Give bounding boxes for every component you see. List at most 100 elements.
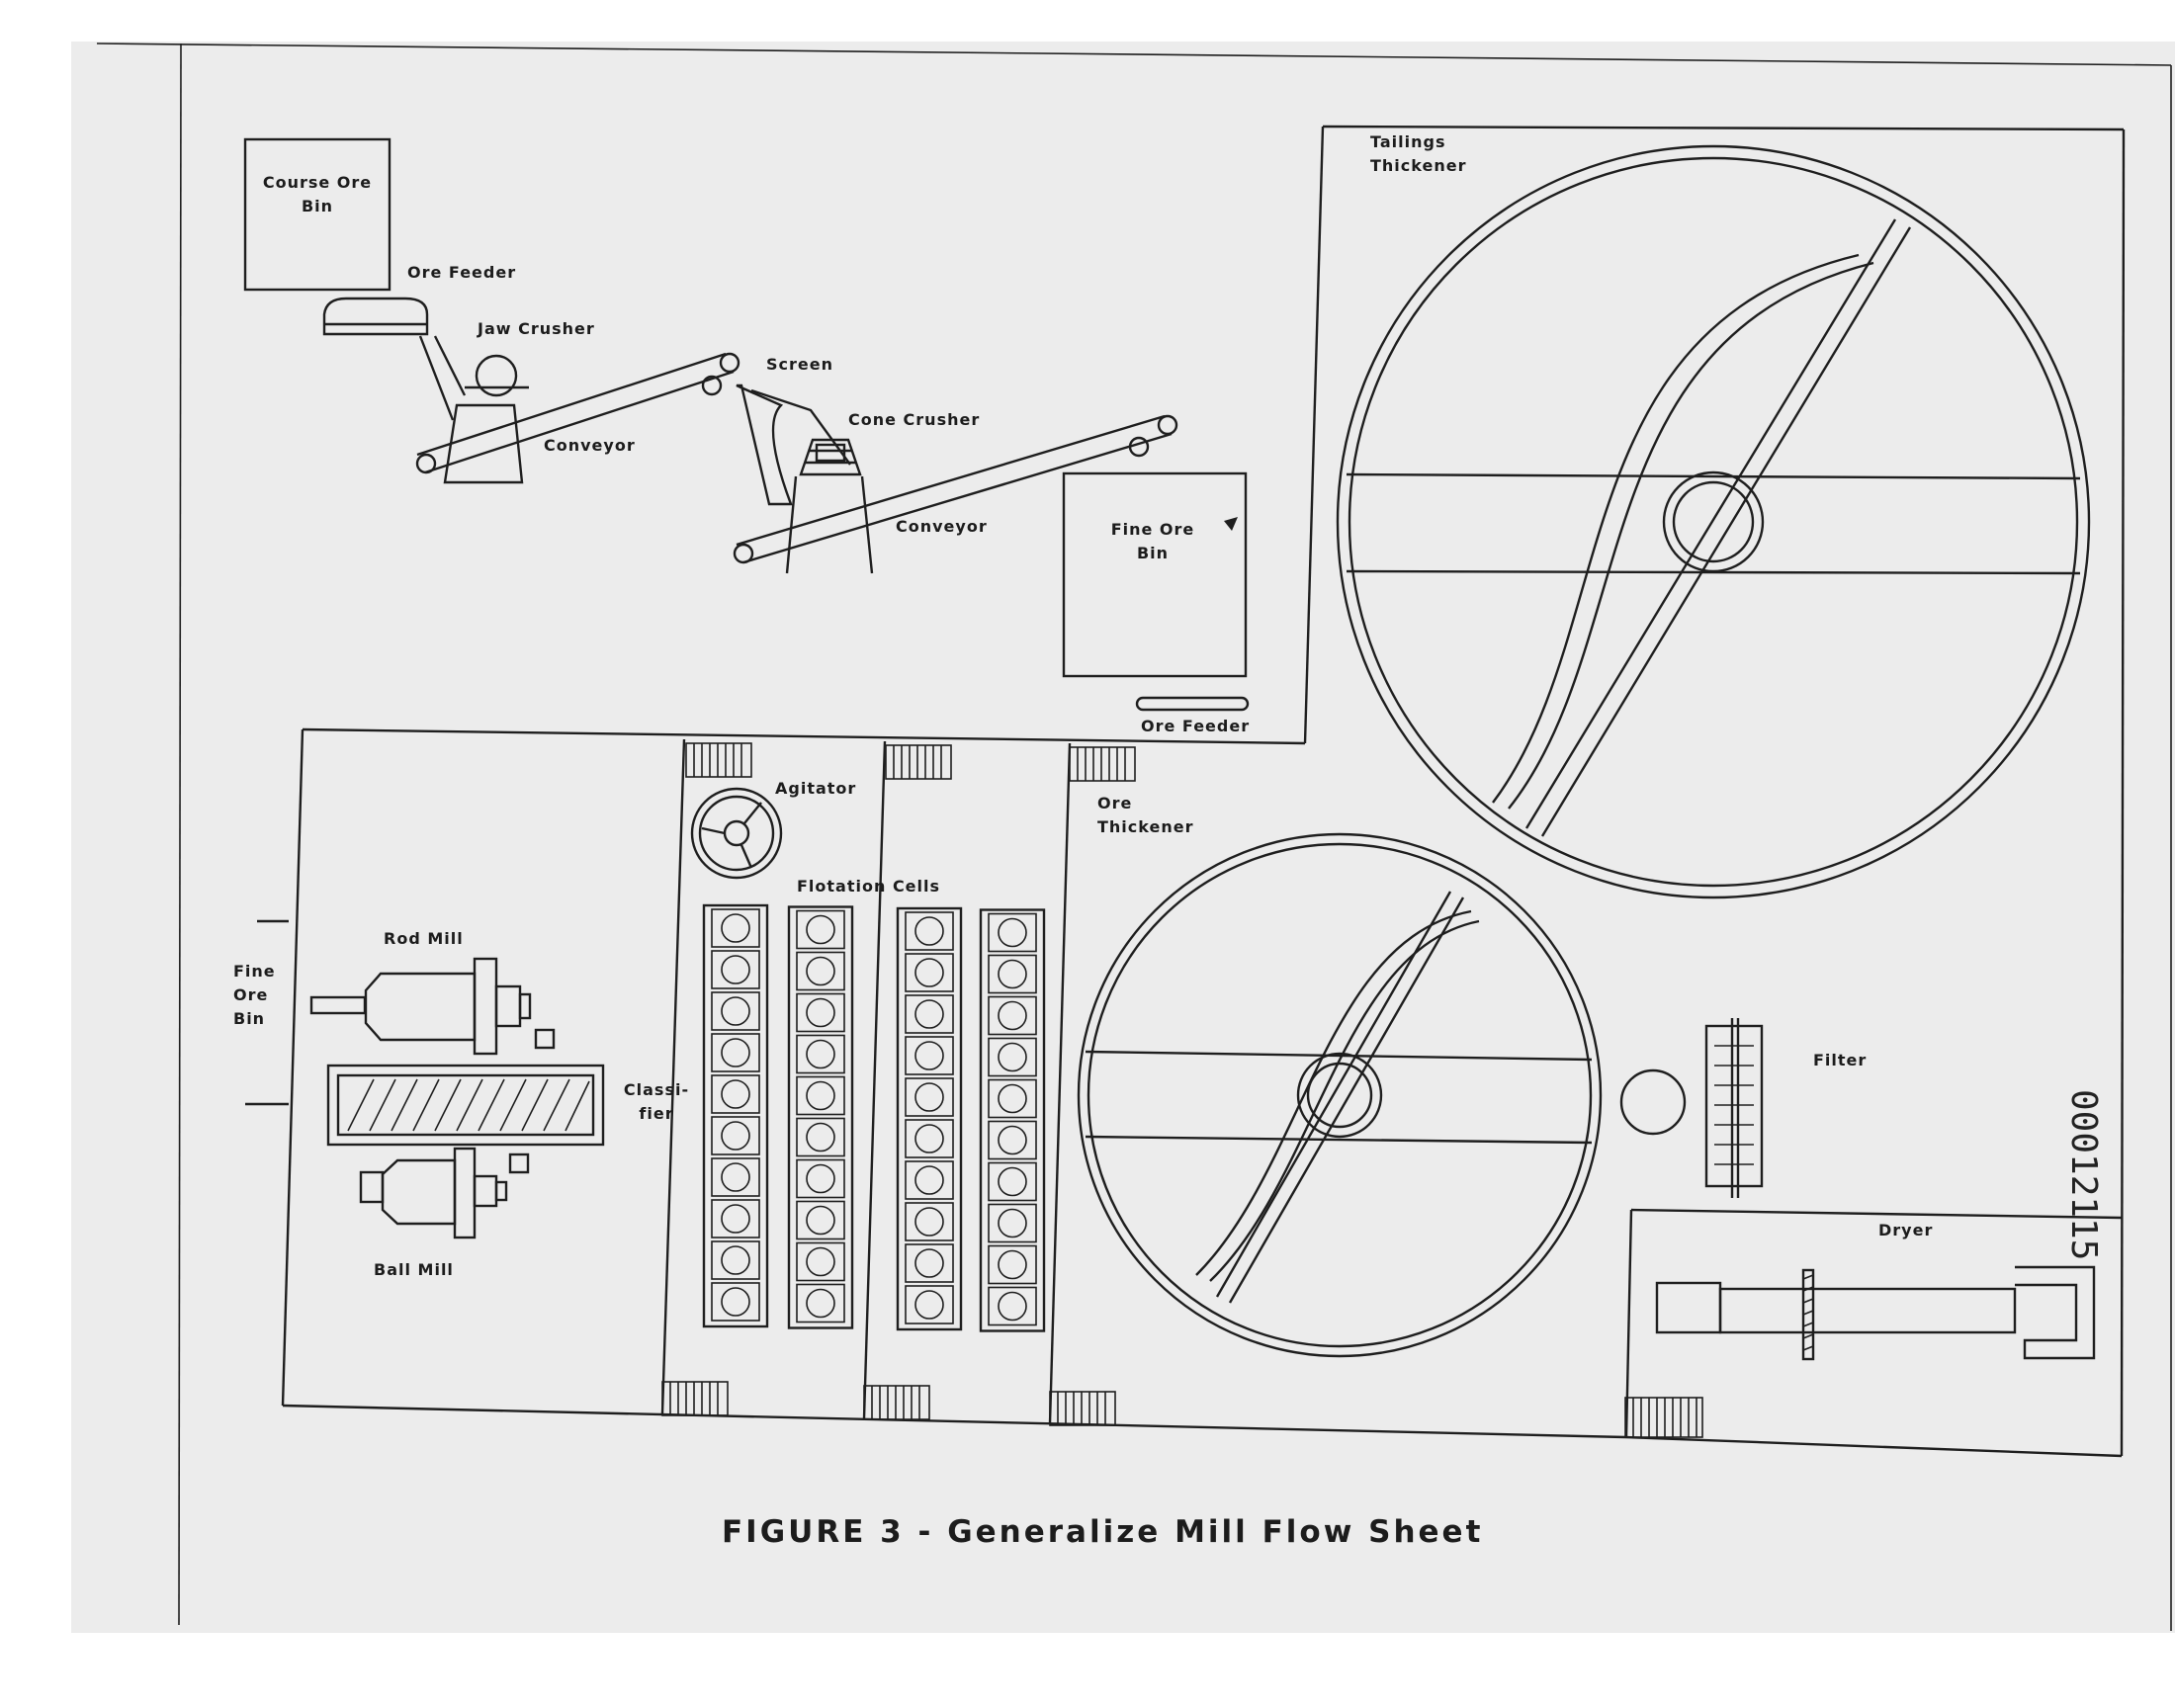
flotation-cell-impeller <box>914 1290 944 1320</box>
flotation-cell <box>905 994 954 1034</box>
door-hatch <box>661 1381 729 1416</box>
flotation-cell <box>796 1075 845 1116</box>
flotation-cell-impeller <box>721 1079 750 1109</box>
flotation-cell <box>988 1286 1037 1326</box>
flotation-cell <box>905 911 954 951</box>
flotation-cell-impeller <box>721 913 750 943</box>
flotation-cell <box>796 1241 845 1282</box>
flotation-cell <box>905 1119 954 1158</box>
flotation-cell <box>796 909 845 950</box>
doorway-hatches <box>661 742 1703 1438</box>
flotation-cell <box>905 1285 954 1324</box>
flotation-cell <box>905 1243 954 1283</box>
flotation-cell <box>988 1078 1037 1119</box>
rod-mill <box>309 957 556 1056</box>
side-feed-lines <box>245 919 289 1106</box>
flotation-cell-impeller <box>806 1039 835 1069</box>
door-hatch <box>1624 1397 1703 1438</box>
flotation-cell <box>988 1244 1037 1285</box>
door-hatch <box>685 742 752 778</box>
flotation-cells-label: Flotation Cells <box>797 877 940 896</box>
flotation-cell-impeller <box>914 1248 944 1278</box>
ore-feeder-top <box>322 297 429 336</box>
flotation-cell <box>796 1158 845 1199</box>
flotation-cell-bank <box>787 905 854 1329</box>
door-hatch <box>1069 746 1136 782</box>
screen-label: Screen <box>766 355 833 374</box>
rod-mill-label: Rod Mill <box>384 929 464 948</box>
flotation-cell-bank <box>979 908 1046 1332</box>
flotation-cell-impeller <box>914 1041 944 1070</box>
flotation-cell-impeller <box>914 1124 944 1153</box>
flotation-cell <box>988 1161 1037 1202</box>
flotation-cell-banks <box>702 903 1046 1332</box>
flotation-cell <box>988 954 1037 994</box>
flotation-cell <box>711 1033 760 1072</box>
flotation-cell <box>988 1120 1037 1160</box>
door-hatch <box>885 744 952 780</box>
flotation-cell-impeller <box>914 958 944 987</box>
flotation-cell <box>796 1200 845 1240</box>
flotation-cell-impeller <box>806 1163 835 1194</box>
flotation-cell-impeller <box>914 1082 944 1112</box>
cone-crusher-label: Cone Crusher <box>848 410 980 429</box>
dryer <box>1655 1265 2096 1361</box>
flotation-cell-impeller <box>721 1162 750 1192</box>
door-hatch <box>863 1385 930 1420</box>
ore-thickener <box>1077 832 1603 1358</box>
flotation-cell <box>905 953 954 992</box>
flotation-cell <box>711 1074 760 1114</box>
flotation-cell-impeller <box>998 1208 1027 1238</box>
flotation-cell-impeller <box>721 1038 750 1068</box>
flotation-cell-impeller <box>806 1205 835 1236</box>
dryer-label: Dryer <box>1878 1221 1933 1239</box>
flotation-cell <box>796 1034 845 1074</box>
figure-caption: FIGURE 3 - Generalize Mill Flow Sheet <box>722 1514 1483 1550</box>
flotation-cell <box>905 1160 954 1200</box>
door-hatch <box>1049 1391 1116 1426</box>
flotation-cell-impeller <box>998 959 1027 989</box>
flotation-cell-impeller <box>998 1000 1027 1031</box>
flotation-cell <box>796 951 845 991</box>
screen <box>736 384 851 506</box>
left-margin-line <box>178 43 182 1626</box>
flotation-cell <box>711 991 760 1031</box>
ore-feeder-bottom <box>1135 696 1250 712</box>
flotation-cell-bank <box>896 906 963 1331</box>
tailings-thickener <box>1336 144 2091 899</box>
flotation-cell-impeller <box>721 1121 750 1151</box>
flotation-cell <box>988 912 1037 953</box>
flotation-cell-impeller <box>998 1125 1027 1155</box>
bin-marker-icon <box>1224 517 1238 531</box>
conveyor-2-label: Conveyor <box>896 517 988 536</box>
jaw-crusher-label: Jaw Crusher <box>477 319 595 338</box>
flotation-cell-bank <box>702 903 769 1328</box>
flotation-cell <box>796 992 845 1033</box>
flotation-cell <box>988 1037 1037 1077</box>
flotation-cell <box>711 950 760 989</box>
ball-mill-label: Ball Mill <box>374 1260 454 1279</box>
building-outline <box>281 125 2126 1458</box>
flotation-cell-impeller <box>998 1083 1027 1114</box>
document-number-stamp: 00012115 <box>2063 1089 2104 1260</box>
flotation-cell <box>711 1157 760 1197</box>
flotation-cell <box>905 1202 954 1241</box>
flotation-cell-impeller <box>806 997 835 1028</box>
classifier-label: Classi-fier <box>624 1080 689 1123</box>
flotation-cell-impeller <box>914 916 944 946</box>
flotation-cell <box>711 1282 760 1322</box>
flotation-cell-impeller <box>914 999 944 1029</box>
agitator <box>690 787 783 880</box>
flotation-cell-impeller <box>914 1165 944 1195</box>
flotation-cell-impeller <box>998 1291 1027 1322</box>
flotation-cell-impeller <box>721 1245 750 1275</box>
flotation-cell-impeller <box>998 1042 1027 1072</box>
flotation-cell-impeller <box>998 1249 1027 1280</box>
flotation-cell-impeller <box>806 1122 835 1153</box>
flotation-cell <box>796 1117 845 1157</box>
flotation-cell-impeller <box>721 1287 750 1317</box>
